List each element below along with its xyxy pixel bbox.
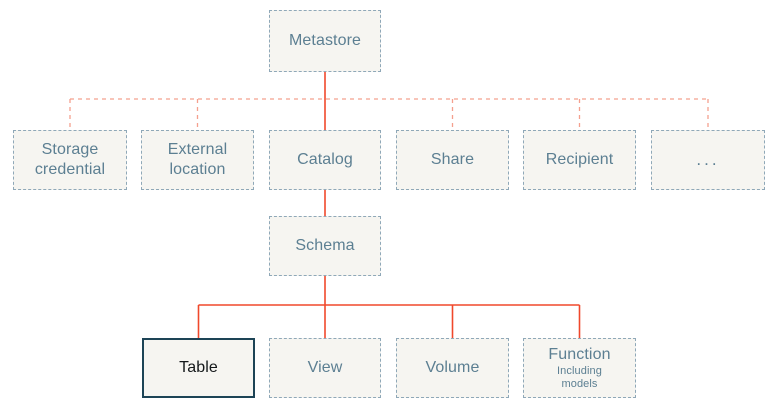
node-schema[interactable]: Schema [269,216,381,276]
node-share[interactable]: Share [396,130,509,190]
node-label: Recipient [545,151,614,169]
node-label: Volume [425,359,480,377]
node-external-location[interactable]: External location [141,130,254,190]
node-catalog[interactable]: Catalog [269,130,381,190]
node-label: ... [696,149,720,169]
node-storage-credential[interactable]: Storage credential [13,130,127,190]
node-label: Table [179,359,218,377]
node-label: View [307,359,343,377]
node-more[interactable]: ... [651,130,765,190]
node-label: Share [430,151,475,169]
node-table[interactable]: Table [142,338,255,398]
node-metastore[interactable]: Metastore [269,10,381,72]
node-label: Storage credential [34,141,106,178]
node-label: Catalog [297,151,353,169]
node-volume[interactable]: Volume [396,338,509,398]
node-label: External location [167,141,228,178]
node-sublabel: Including models [557,365,602,391]
node-label: Metastore [288,32,362,50]
node-view[interactable]: View [269,338,381,398]
node-label: Schema [295,237,355,255]
node-recipient[interactable]: Recipient [523,130,636,190]
node-label: Function [548,345,611,363]
